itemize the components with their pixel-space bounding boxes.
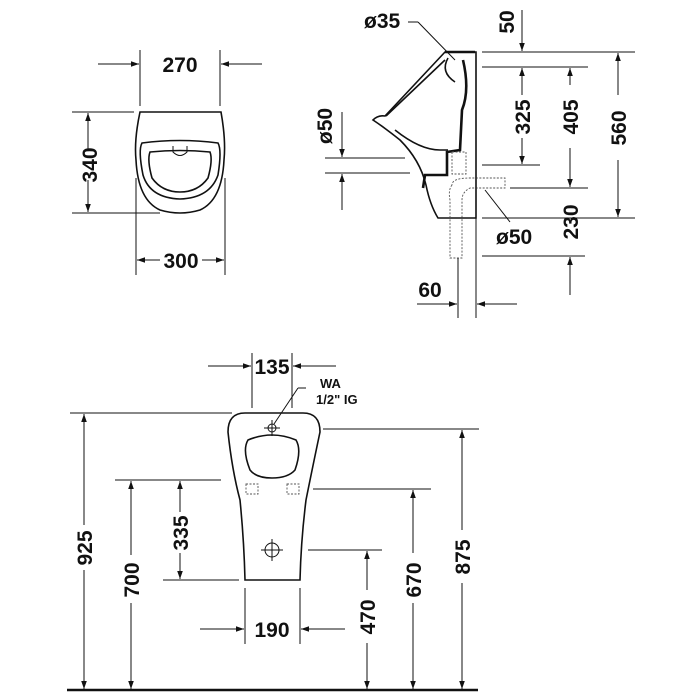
dim-50-top: 50 bbox=[496, 10, 519, 33]
side-view-outline bbox=[371, 51, 477, 219]
dim-135: 135 bbox=[254, 356, 289, 379]
dim-325: 325 bbox=[512, 99, 535, 134]
dim-670: 670 bbox=[403, 562, 426, 597]
water-inlet-label-size: 1/2" IG bbox=[316, 392, 358, 407]
dim-300: 300 bbox=[163, 250, 198, 273]
top-view: 270 340 300 bbox=[72, 50, 262, 275]
dim-diameter-50-left: ø50 bbox=[314, 108, 337, 144]
dim-925: 925 bbox=[74, 530, 97, 565]
dim-190: 190 bbox=[254, 619, 289, 642]
dim-diameter-35: ø35 bbox=[364, 10, 401, 33]
front-view-outline bbox=[227, 412, 321, 581]
dim-335: 335 bbox=[170, 515, 193, 550]
dim-405: 405 bbox=[560, 99, 583, 134]
dim-560: 560 bbox=[608, 110, 631, 145]
top-view-outline bbox=[134, 111, 226, 214]
dim-230: 230 bbox=[560, 204, 583, 239]
dim-270: 270 bbox=[162, 54, 197, 77]
dim-diameter-50-right: ø50 bbox=[496, 226, 532, 249]
side-view: ø35 ø50 50 325 405 bbox=[314, 10, 635, 318]
dim-700: 700 bbox=[121, 562, 144, 597]
dim-470: 470 bbox=[357, 599, 380, 634]
dim-875: 875 bbox=[452, 539, 475, 574]
water-inlet-label-wa: WA bbox=[320, 376, 342, 391]
dim-340: 340 bbox=[79, 147, 102, 182]
front-view: 135 WA 1/2" IG 925 700 335 190 470 bbox=[67, 353, 479, 692]
dim-60: 60 bbox=[418, 279, 441, 302]
